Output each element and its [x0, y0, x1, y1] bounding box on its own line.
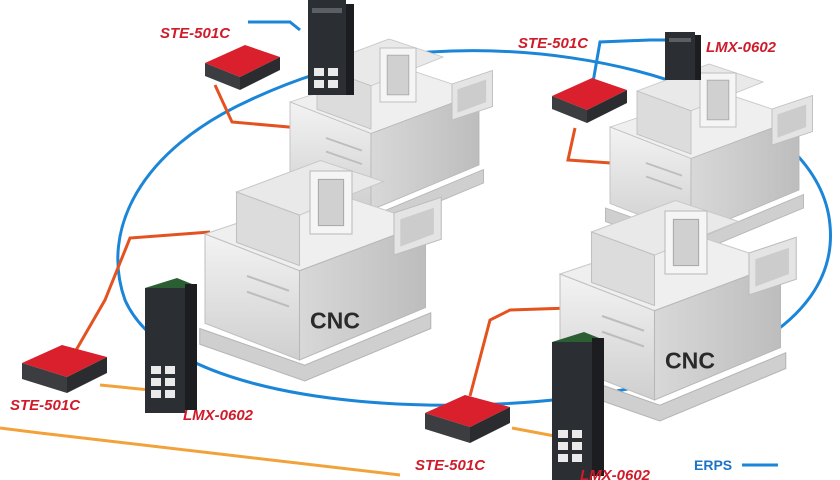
- industrial-switch-icon: [552, 332, 604, 480]
- legend: ERPS: [694, 457, 778, 473]
- device-label-lmx-0602-left: LMX-0602: [183, 407, 254, 424]
- device-label-ste-501c-top-right: STE-501C: [518, 35, 589, 52]
- media-converter-icon: [552, 78, 627, 123]
- legend-label-erps: ERPS: [694, 457, 732, 473]
- media-converter-icon: [205, 45, 280, 90]
- cnc-label: CNC: [310, 308, 360, 334]
- cnc-machine: CNC: [199, 159, 442, 382]
- industrial-switch-icon: [308, 0, 354, 95]
- cnc-machine: CNC: [554, 199, 797, 422]
- cnc-machine: [605, 63, 813, 254]
- device-label-lmx-0602-bottom: LMX-0602: [580, 467, 651, 480]
- uplink-line-left: [0, 426, 401, 477]
- industrial-switch-icon: [665, 32, 701, 80]
- device-label-ste-501c-top-left: STE-501C: [160, 25, 231, 42]
- device-label-ste-501c-bottom: STE-501C: [415, 457, 486, 474]
- industrial-switch-icon: [145, 278, 197, 413]
- media-converter-icon: [22, 345, 107, 393]
- uplink-line-converter-left: [99, 383, 151, 392]
- device-label-ste-501c-left: STE-501C: [10, 397, 81, 414]
- cnc-label: CNC: [665, 348, 715, 374]
- media-converter-icon: [425, 395, 510, 443]
- device-label-lmx-0602-top-right: LMX-0602: [706, 39, 777, 56]
